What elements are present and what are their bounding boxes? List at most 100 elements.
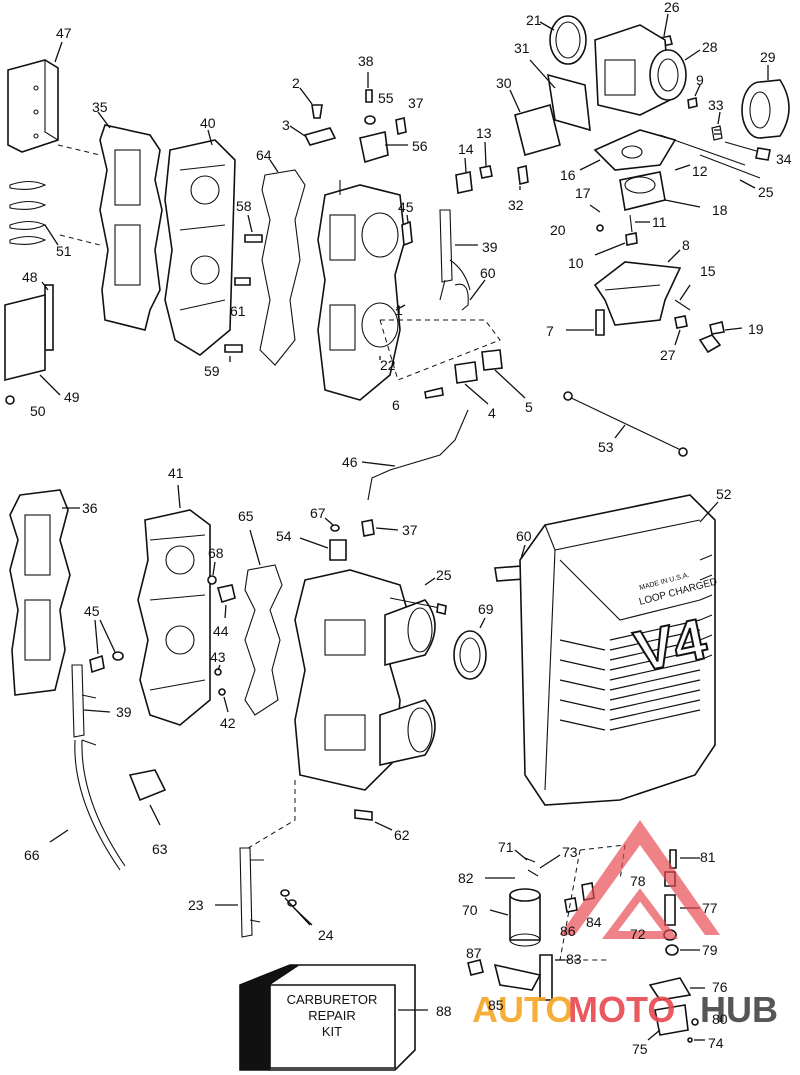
label-77: 77 [702, 900, 718, 916]
watermark-moto: MOTO [568, 989, 675, 1030]
label-33: 33 [708, 97, 724, 113]
label-11: 11 [652, 214, 667, 230]
label-7: 7 [546, 323, 554, 339]
label-79: 79 [702, 942, 718, 958]
label-63: 63 [152, 841, 168, 857]
label-30: 30 [496, 75, 512, 91]
screw-58 [244, 234, 263, 243]
cover-big-text: V4 [629, 606, 712, 684]
label-56: 56 [412, 138, 428, 154]
solenoid-70 [509, 888, 541, 947]
needle-11 [629, 214, 633, 233]
carburetor-1 [317, 180, 406, 401]
reed-plate-49 [4, 293, 46, 382]
label-69: 69 [478, 601, 494, 617]
label-67: 67 [310, 505, 326, 521]
label-35: 35 [92, 99, 108, 115]
screw-59 [224, 344, 243, 353]
clip-14 [455, 171, 473, 194]
silencer-cover-52: V4 LOOP CHARGED MADE IN U.S.A. [519, 494, 718, 806]
label-26: 26 [664, 0, 680, 15]
label-54: 54 [276, 528, 292, 544]
washer-55 [364, 115, 376, 125]
label-59: 59 [204, 363, 220, 379]
screw-45-top [401, 220, 413, 247]
label-61: 61 [230, 303, 246, 319]
part-labels: 1 2 3 4 5 6 7 8 9 10 11 12 13 14 15 16 1… [22, 0, 792, 1057]
watermark-hub: HUB [700, 989, 778, 1030]
label-36: 36 [82, 500, 98, 516]
bracket-3 [303, 127, 337, 146]
pin-15 [674, 299, 691, 311]
screw-9 [687, 97, 698, 109]
label-48: 48 [22, 269, 38, 285]
plate-31 [547, 73, 591, 132]
label-3: 3 [282, 117, 290, 133]
kit-line2: REPAIR [308, 1008, 355, 1023]
label-65: 65 [238, 508, 254, 524]
gasket-36 [9, 489, 71, 696]
label-74: 74 [708, 1035, 724, 1051]
throttle-body-28 [594, 24, 687, 116]
gasket-30 [514, 104, 561, 156]
clip-63 [128, 769, 167, 802]
label-29: 29 [760, 49, 776, 65]
screw-61 [234, 277, 251, 286]
cap-37-top [395, 117, 407, 135]
label-46: 46 [342, 454, 358, 470]
label-25-top: 25 [758, 184, 774, 200]
washer-42 [218, 688, 226, 696]
screw-6 [424, 387, 444, 399]
valve-75 [654, 1004, 689, 1036]
label-55: 55 [378, 90, 394, 106]
float-bowl-8 [593, 261, 682, 326]
label-62: 62 [394, 827, 410, 843]
plate-5 [481, 349, 503, 371]
label-78: 78 [630, 873, 646, 889]
label-34: 34 [776, 151, 792, 167]
label-22: 22 [380, 357, 396, 373]
label-58: 58 [236, 198, 252, 214]
screw-7 [595, 309, 605, 336]
reed-plate-47 [7, 59, 59, 153]
primer-23 [239, 847, 253, 938]
label-4: 4 [488, 405, 496, 421]
screw-25-top [699, 154, 761, 179]
screw-74 [687, 1037, 693, 1043]
pin-81 [669, 849, 677, 869]
cap-37-bottom [361, 519, 375, 537]
label-76: 76 [712, 979, 728, 995]
label-42: 42 [220, 715, 236, 731]
washer-80 [691, 1018, 699, 1026]
label-6: 6 [392, 397, 400, 413]
gasket-35 [99, 124, 163, 331]
intake-manifold-41 [137, 509, 211, 726]
label-2: 2 [292, 75, 300, 91]
hose-66 [74, 739, 121, 871]
screw-25-bottom [389, 597, 441, 609]
screw-2 [311, 104, 323, 119]
gasket-21 [549, 15, 587, 65]
label-39-top: 39 [482, 239, 498, 255]
label-45-bottom: 45 [84, 603, 100, 619]
primer-39-top [439, 209, 453, 283]
label-70: 70 [462, 902, 478, 918]
screw-38 [365, 89, 373, 103]
label-73: 73 [562, 844, 578, 860]
carburetor-bottom [294, 569, 436, 791]
ring-79 [665, 944, 679, 956]
screw-32 [517, 165, 529, 185]
gasket-65 [244, 564, 283, 716]
label-87: 87 [466, 945, 482, 961]
intake-manifold-40 [164, 139, 236, 356]
label-37-top: 37 [408, 95, 424, 111]
label-66: 66 [24, 847, 40, 863]
ring-69 [453, 630, 487, 680]
nut-87 [467, 959, 484, 976]
label-47: 47 [56, 25, 72, 41]
washer-24a [280, 889, 290, 897]
plug-27 [674, 315, 688, 329]
label-24: 24 [318, 927, 334, 943]
primer-39-bottom [71, 664, 85, 738]
